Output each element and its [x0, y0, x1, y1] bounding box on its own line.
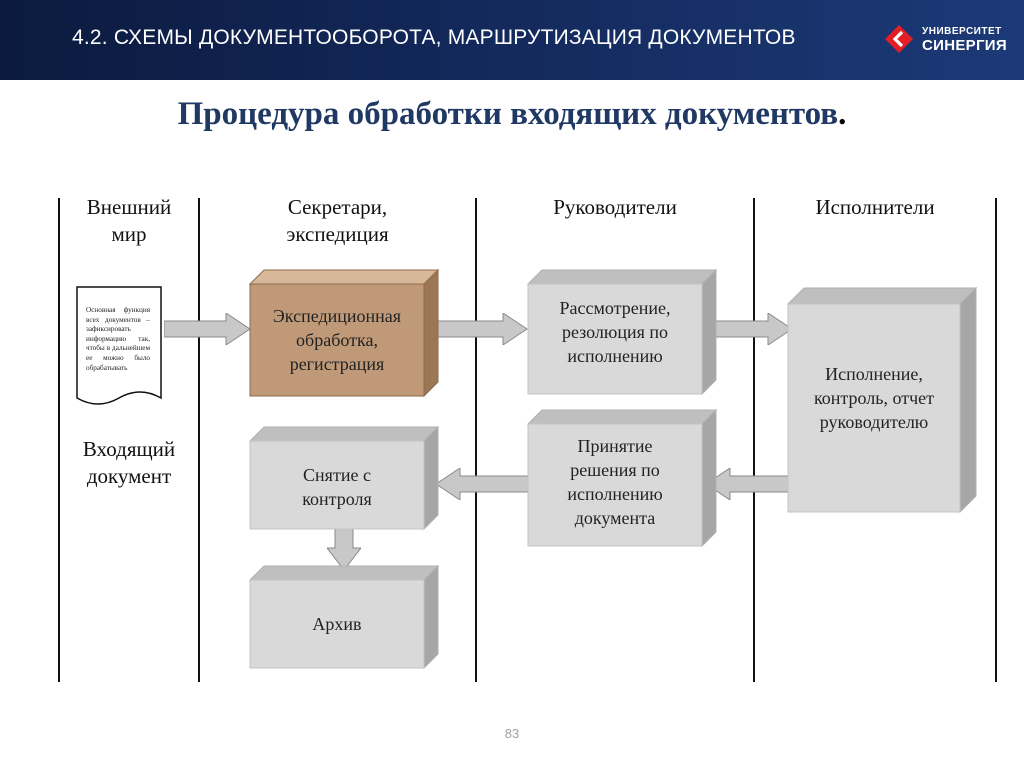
logo-text-top: УНИВЕРСИТЕТ [922, 26, 1002, 37]
process-box-expedition: Экспедиционная обработка, регистрация [248, 268, 440, 398]
lane-divider [475, 198, 477, 682]
lane-heading-managers: Руководители [553, 195, 677, 219]
logo-text-bottom: СИНЕРГИЯ [922, 37, 1007, 54]
arrow-left-icon [435, 468, 528, 500]
arrow-left-icon [705, 468, 792, 500]
university-logo: УНИВЕРСИТЕТ СИНЕРГИЯ [884, 22, 1009, 58]
header-bar: 4.2. СХЕМЫ ДОКУМЕНТООБОРОТА, МАРШРУТИЗАЦ… [0, 0, 1024, 80]
process-box-decision: Принятие решения по исполнению документа [526, 408, 718, 548]
process-box-label: Архив [312, 614, 362, 634]
lane-divider [198, 198, 200, 682]
lane-heading-secretaries: Секретари, экспедиция [286, 195, 389, 246]
synergy-logo-icon [885, 25, 913, 53]
process-box-label: Снятие с контроля [302, 465, 372, 509]
diagram-title: Процедура обработки входящих документов. [177, 96, 847, 132]
arrow-right-icon [437, 313, 528, 345]
process-box-label: Принятие решения по исполнению документа [567, 436, 663, 528]
lane-divider [753, 198, 755, 682]
slide-section-title: 4.2. СХЕМЫ ДОКУМЕНТООБОРОТА, МАРШРУТИЗАЦ… [72, 26, 796, 49]
process-box-execution: Исполнение, контроль, отчет руководителю [786, 286, 978, 514]
arrow-right-icon [164, 313, 251, 345]
process-box-review: Рассмотрение, резолюция по исполнению [526, 268, 718, 396]
lane-heading-external: Внешний мир [86, 195, 172, 246]
document-icon [76, 286, 162, 405]
incoming-document-label: Входящий документ [82, 437, 176, 488]
document-icon-text: Основная функция всех документов – зафик… [86, 306, 150, 372]
process-box-archive: Архив [248, 564, 440, 670]
lane-heading-executors: Исполнители [815, 195, 935, 219]
process-box-label: Исполнение, контроль, отчет руководителю [813, 364, 935, 432]
process-box-removal: Снятие с контроля [248, 425, 440, 531]
lane-divider [995, 198, 997, 682]
lane-divider [58, 198, 60, 682]
page-number: 83 [504, 726, 520, 741]
process-box-label: Экспедиционная обработка, регистрация [272, 306, 402, 374]
process-box-label: Рассмотрение, резолюция по исполнению [559, 298, 671, 366]
arrow-down-icon [327, 528, 361, 570]
